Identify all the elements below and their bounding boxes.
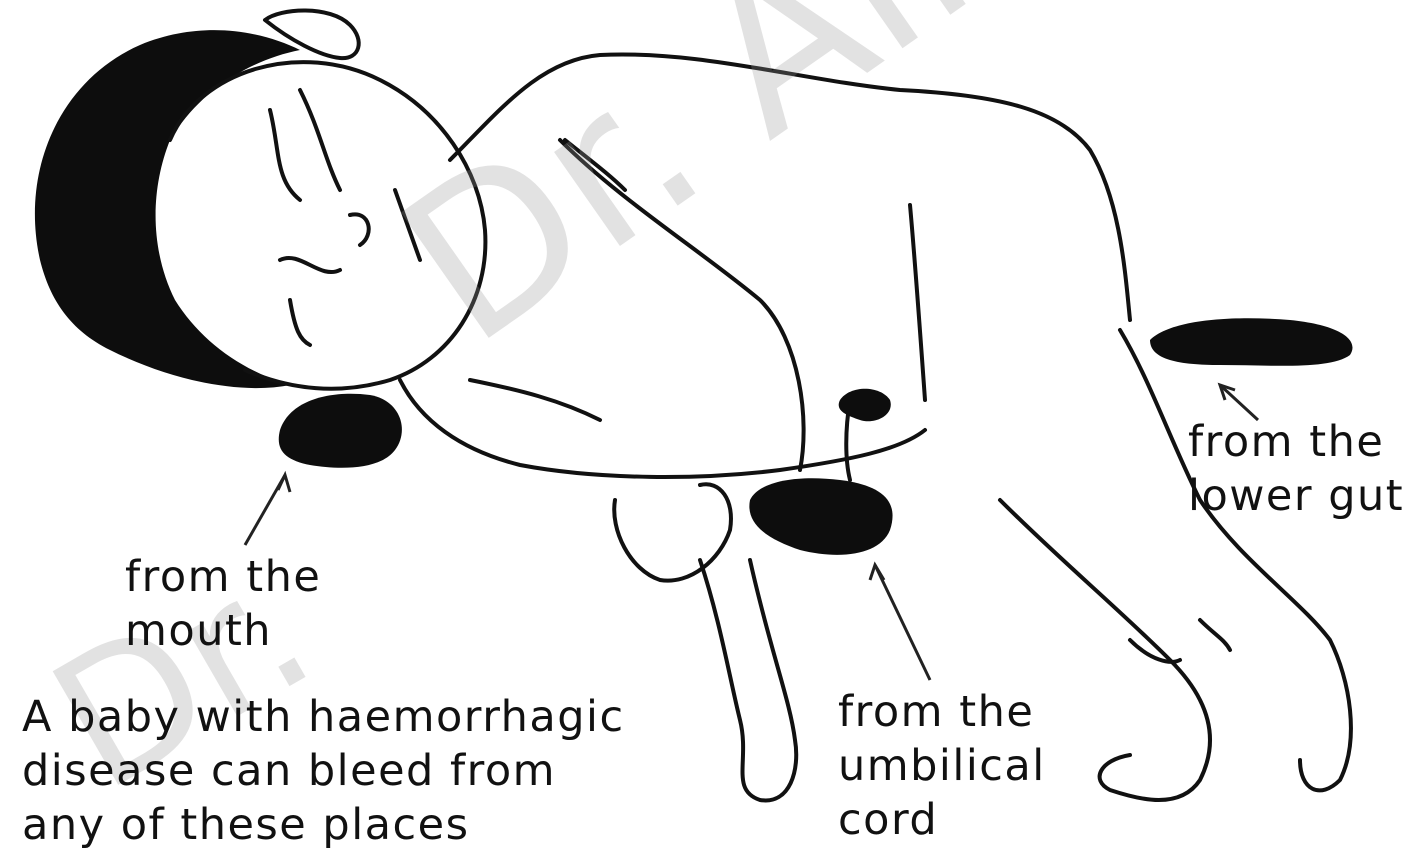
blood-umbilical [749, 478, 892, 555]
blood-mouth [279, 394, 402, 468]
baby-rib-1 [470, 380, 600, 420]
caption: A baby with haemorrhagic disease can ble… [22, 690, 625, 852]
baby-hair [35, 30, 300, 388]
arrow-umbilical [875, 565, 930, 680]
label-umbilical-line-3: cord [838, 793, 1046, 847]
label-mouth-line-1: from the [125, 550, 321, 604]
label-umbilical: from the umbilical cord [838, 685, 1046, 847]
caption-line-1: A baby with haemorrhagic [22, 690, 625, 744]
blood-lower-gut [1150, 318, 1353, 366]
label-umbilical-line-2: umbilical [838, 739, 1046, 793]
label-lower-gut-line-2: lower gut [1188, 469, 1404, 523]
baby-rib-2 [565, 140, 625, 190]
label-lower-gut-line-1: from the [1188, 415, 1404, 469]
baby-eye-2 [280, 258, 340, 345]
baby-hand [614, 484, 731, 580]
label-umbilical-line-1: from the [838, 685, 1046, 739]
arrow-mouth-head [278, 475, 290, 492]
label-lower-gut: from the lower gut [1188, 415, 1404, 523]
baby-forearm [700, 560, 796, 800]
baby-nose [350, 190, 420, 260]
label-mouth: from the mouth [125, 550, 321, 658]
baby-back [450, 54, 1130, 320]
baby-eye-1 [270, 90, 340, 200]
label-mouth-line-2: mouth [125, 604, 321, 658]
caption-line-3: any of these places [22, 798, 625, 852]
baby-head [170, 62, 485, 389]
caption-line-2: disease can bleed from [22, 744, 625, 798]
baby-knee [1130, 620, 1230, 662]
